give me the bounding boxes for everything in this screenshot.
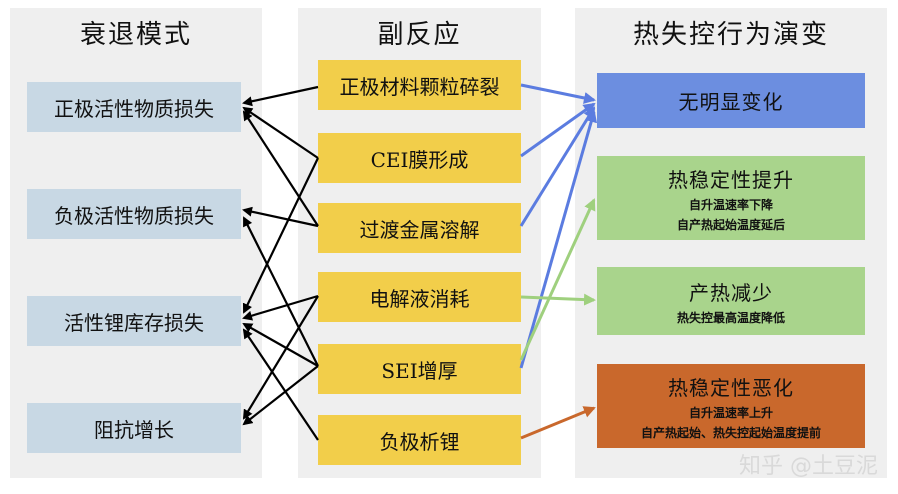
result-no-change: 无明显变化: [597, 73, 865, 128]
result-stability-worsened-line-2: 自产热起始、热失控起始温度提前: [640, 425, 821, 440]
arrow-tm-to-no-change: [519, 106, 596, 227]
arrow-cracking-to-cathode: [242, 85, 319, 107]
watermark: 知乎 @土豆泥: [739, 454, 878, 479]
arrow-cei-to-cathode: [242, 106, 319, 159]
left-column-title: 衰退模式: [79, 20, 192, 50]
arrow-electrolyte-to-heat-reduced: [520, 293, 596, 306]
arrow-electrolyte-to-lithium-inventory: [242, 294, 319, 321]
mode-cathode-loss: 正极活性物质损失: [27, 82, 241, 132]
reaction-tm-dissolution: 过渡金属溶解: [318, 203, 521, 253]
result-stability-worsened-line-1: 自升温速率上升: [688, 405, 773, 420]
mode-lithium-inventory-loss: 活性锂库存损失: [27, 296, 241, 346]
arrow-sei-to-stability-improved: [519, 198, 596, 361]
arrow-sei-to-anode: [243, 216, 319, 367]
arrow-tm-to-anode: [242, 206, 319, 228]
reaction-sei-thickening: SEI增厚: [318, 344, 521, 394]
result-stability-worsened-title: 热稳定性恶化: [668, 375, 794, 400]
result-stability-improved: 热稳定性提升 自升温速率下降 自产热起始温度延后: [597, 156, 865, 240]
arrow-sei-to-lithium-inventory: [242, 323, 319, 367]
arrow-electrolyte-to-impedance: [242, 295, 319, 420]
reaction-electrolyte-consumption: 电解液消耗: [318, 272, 521, 322]
arrow-plating-to-stability-worsened: [520, 406, 596, 440]
result-stability-improved-line-1: 自升温速率下降: [688, 197, 773, 212]
arrow-sei-to-impedance: [242, 365, 319, 426]
arrow-sei-to-no-change: [519, 110, 598, 369]
arrow-cracking-to-no-change: [520, 83, 596, 104]
arrow-plating-to-lithium-inventory: [242, 328, 319, 441]
reaction-cei-formation: CEI膜形成: [318, 133, 521, 183]
mode-anode-loss: 负极活性物质损失: [27, 189, 241, 239]
result-stability-improved-line-2: 自产热起始温度延后: [676, 217, 785, 232]
arrow-cei-to-lithium-inventory: [242, 157, 319, 314]
result-no-change-title: 无明显变化: [678, 90, 784, 114]
result-heat-reduced-line-1: 热失控最高温度降低: [676, 310, 785, 325]
reaction-lithium-plating: 负极析锂: [318, 415, 521, 465]
result-heat-reduced-title: 产热减少: [689, 280, 773, 305]
reaction-particle-cracking: 正极材料颗粒碎裂: [318, 60, 521, 110]
right-column-title: 热失控行为演变: [632, 20, 829, 50]
result-stability-improved-title: 热稳定性提升: [668, 167, 794, 192]
result-stability-worsened: 热稳定性恶化 自升温速率上升 自产热起始、热失控起始温度提前: [597, 364, 865, 448]
result-heat-reduced: 产热减少 热失控最高温度降低: [597, 267, 865, 335]
mode-impedance-growth: 阻抗增长: [27, 403, 241, 453]
arrow-tm-to-cathode: [242, 110, 319, 227]
middle-column-title: 副反应: [377, 20, 462, 50]
arrow-cei-to-no-change: [520, 102, 596, 158]
